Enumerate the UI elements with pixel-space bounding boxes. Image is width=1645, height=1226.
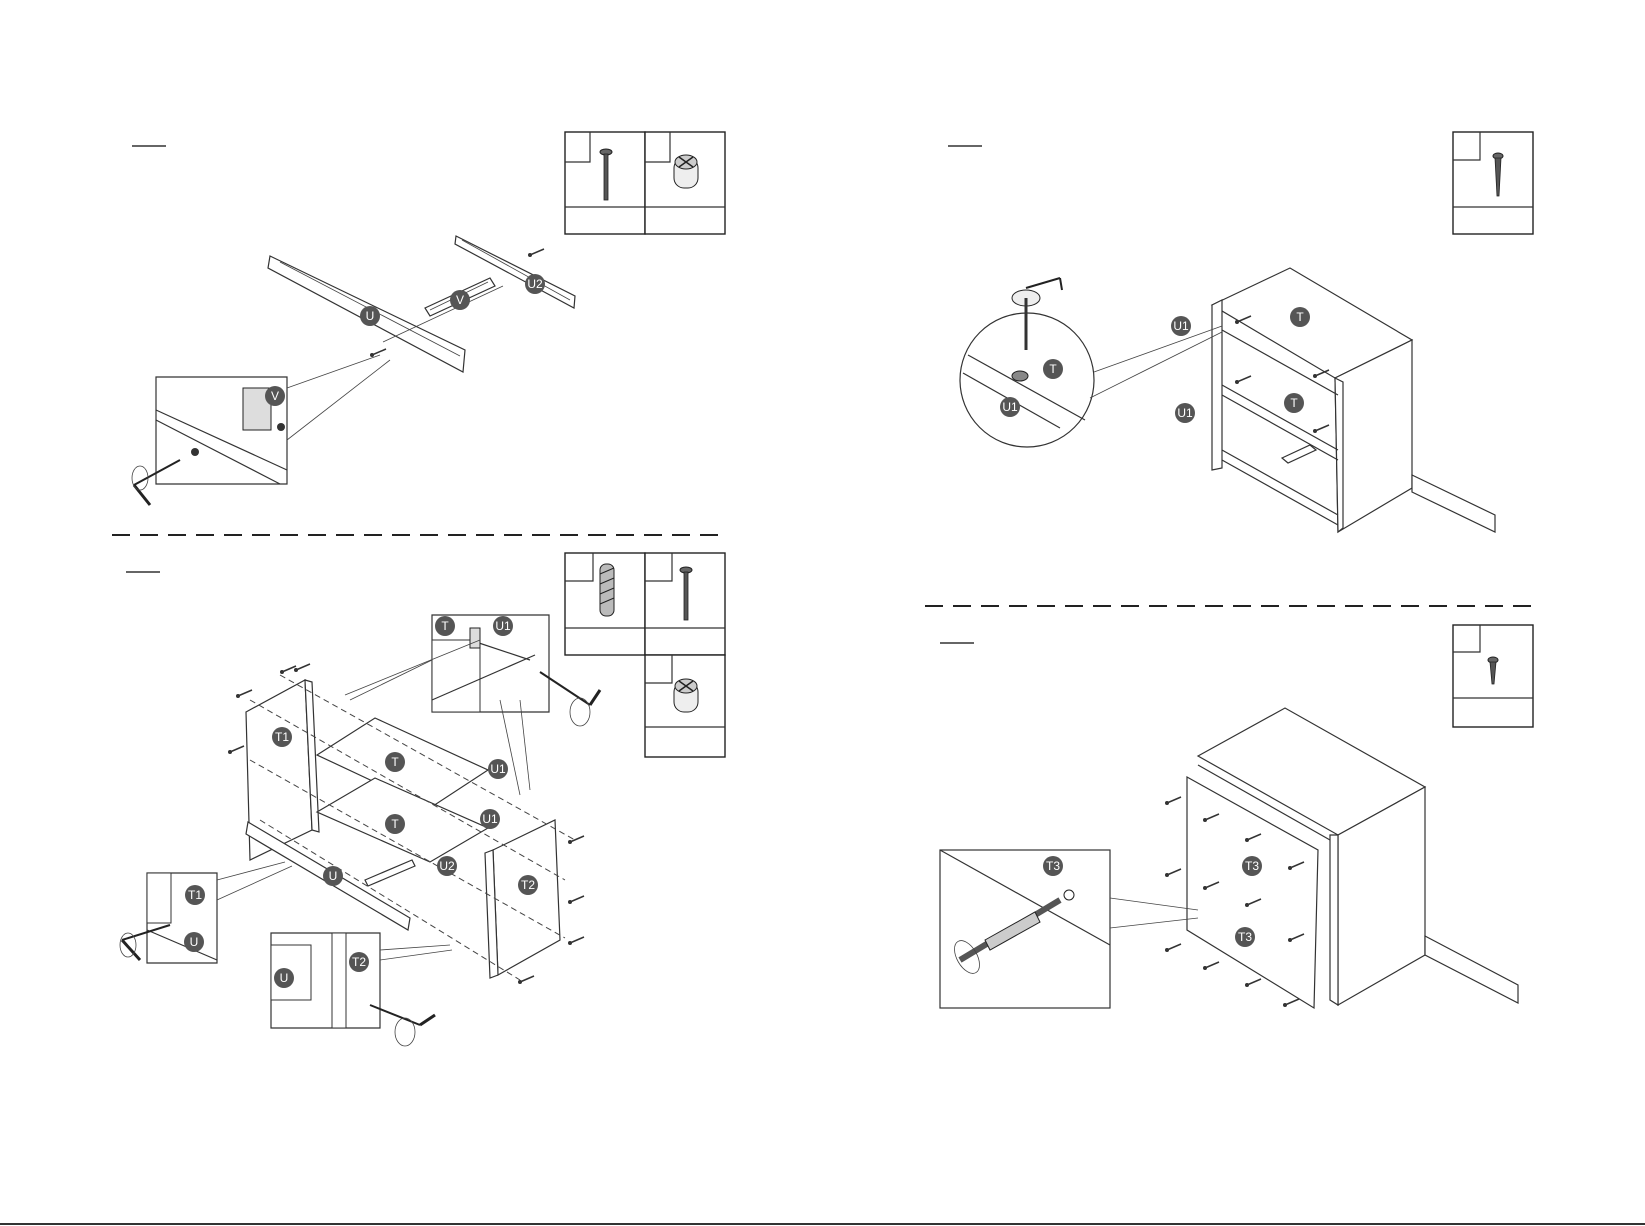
label-badge-v-detail: V <box>265 386 285 406</box>
screw-icon <box>1313 370 1329 378</box>
svg-text:T2: T2 <box>352 955 366 969</box>
svg-text:U: U <box>280 971 289 985</box>
right-page: T U1 T U1 T U1 <box>0 132 1645 1224</box>
label-badge-u1: U1 <box>493 616 513 636</box>
screw-icon <box>1283 999 1299 1007</box>
hardware-box-cam-lock-2 <box>645 655 725 757</box>
label-badge-u1: U1 <box>488 759 508 779</box>
svg-text:T: T <box>1049 362 1057 376</box>
label-badge-t: T <box>385 814 405 834</box>
svg-text:T2: T2 <box>521 878 535 892</box>
screw-icon <box>294 664 310 672</box>
svg-text:T3: T3 <box>1245 859 1259 873</box>
screw-icon <box>1235 376 1251 384</box>
screw-icon <box>1165 944 1181 952</box>
label-badge-t: T <box>1290 307 1310 327</box>
svg-text:U2: U2 <box>439 859 455 873</box>
label-badge-u1: U1 <box>1175 403 1195 423</box>
rail-extension <box>1425 936 1518 1003</box>
label-badge-t: T <box>1284 393 1304 413</box>
label-badge-t1: T1 <box>272 727 292 747</box>
svg-text:T: T <box>1290 396 1298 410</box>
svg-text:U: U <box>329 869 338 883</box>
svg-text:U2: U2 <box>527 277 543 291</box>
label-badge-v: V <box>450 290 470 310</box>
hardware-box-small-screw <box>1453 625 1533 727</box>
hardware-box-dowel <box>565 553 645 655</box>
screw-icon <box>236 690 252 698</box>
cam-lock-icon <box>674 679 698 712</box>
screw-icon <box>568 896 584 904</box>
svg-text:T: T <box>441 619 449 633</box>
detail-inset-t1-u <box>120 862 292 963</box>
screw-icon <box>528 249 544 257</box>
hardware-box-bolt-2 <box>645 553 725 655</box>
cabinet-frame <box>1212 268 1412 532</box>
step-2: T U1 T1 T U1 T <box>120 553 725 1046</box>
screw-icon <box>518 976 534 984</box>
rail-u2 <box>455 236 575 308</box>
svg-text:T: T <box>391 817 399 831</box>
svg-text:U1: U1 <box>490 762 506 776</box>
screw-icon <box>280 666 296 674</box>
label-badge-u1: U1 <box>1000 397 1020 417</box>
step-4: T3 T3 T3 <box>940 625 1533 1008</box>
step-1: U V U2 V <box>132 132 725 505</box>
label-badge-t3: T3 <box>1043 856 1063 876</box>
screw-icon <box>568 937 584 945</box>
detail-inset-v <box>132 355 390 505</box>
label-badge-u: U <box>274 968 294 988</box>
label-badge-u1: U1 <box>1171 316 1191 336</box>
label-badge-u: U <box>184 932 204 952</box>
svg-text:U1: U1 <box>1177 406 1193 420</box>
label-badge-t: T <box>385 752 405 772</box>
svg-text:T1: T1 <box>188 888 202 902</box>
detail-inset-t3 <box>940 850 1198 1008</box>
left-page: U V U2 V <box>112 132 725 1046</box>
cam-lock-icon <box>674 155 698 188</box>
screw-icon <box>228 746 244 754</box>
label-badge-t3: T3 <box>1235 927 1255 947</box>
hardware-box-cam-lock <box>645 132 725 234</box>
svg-text:T: T <box>1296 310 1304 324</box>
svg-text:V: V <box>271 389 279 403</box>
label-badge-t2: T2 <box>349 952 369 972</box>
svg-text:U1: U1 <box>495 619 511 633</box>
screw-icon <box>1245 979 1261 987</box>
label-badge-t1: T1 <box>185 885 205 905</box>
label-badge-u: U <box>323 866 343 886</box>
screw-icon <box>1165 797 1181 805</box>
label-badge-t3: T3 <box>1242 856 1262 876</box>
drawer-runner <box>365 860 415 886</box>
svg-text:U: U <box>366 309 375 323</box>
label-badge-t: T <box>1043 359 1063 379</box>
wooden-dowel-icon <box>600 564 614 616</box>
label-badge-t: T <box>435 616 455 636</box>
label-badge-u2: U2 <box>437 856 457 876</box>
hardware-box-bolt <box>565 132 645 234</box>
svg-text:U: U <box>190 935 199 949</box>
svg-text:U1: U1 <box>1002 400 1018 414</box>
svg-text:V: V <box>456 293 464 307</box>
svg-text:U1: U1 <box>1173 319 1189 333</box>
step-3: T U1 T U1 T U1 <box>948 132 1533 532</box>
svg-text:T: T <box>391 755 399 769</box>
label-badge-u2: U2 <box>525 274 545 294</box>
rail-extension <box>1412 475 1495 532</box>
screw-icon <box>1165 869 1181 877</box>
label-badge-u1: U1 <box>480 809 500 829</box>
svg-text:T3: T3 <box>1046 859 1060 873</box>
screw-icon <box>1313 425 1329 433</box>
svg-text:U1: U1 <box>482 812 498 826</box>
label-badge-u: U <box>360 306 380 326</box>
detail-inset-t2-u <box>271 933 452 1046</box>
label-badge-t2: T2 <box>518 875 538 895</box>
hardware-box-wood-screw <box>1453 132 1533 234</box>
screw-icon <box>1203 962 1219 970</box>
svg-text:T3: T3 <box>1238 930 1252 944</box>
svg-text:T1: T1 <box>275 730 289 744</box>
